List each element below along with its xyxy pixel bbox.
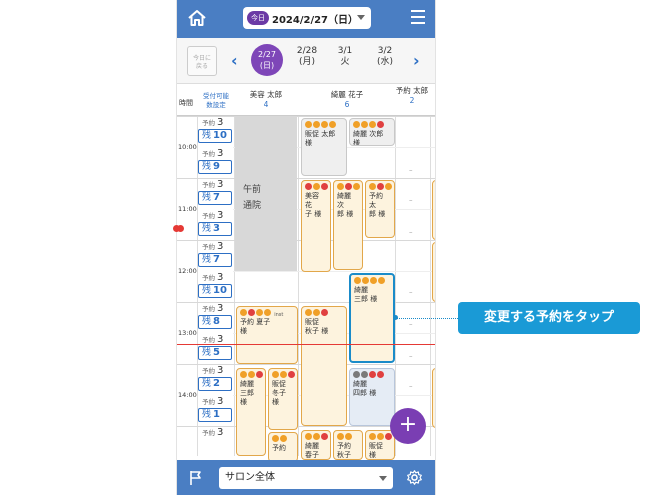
gear-icon[interactable] (406, 469, 423, 486)
appointment-card[interactable]: 美容 花子 様 (301, 180, 331, 272)
callout-pointer (393, 315, 398, 320)
appointment-card-partial[interactable] (432, 368, 435, 428)
current-time-line (177, 344, 435, 345)
flag-icon[interactable] (189, 470, 203, 486)
top-bar: 今日 2024/2/27（日） (177, 0, 435, 38)
day-tab[interactable]: 3/2 (水) (376, 46, 394, 67)
current-time-marker (173, 225, 180, 232)
blocked-time-label: 午前通院 (243, 185, 262, 211)
salon-select[interactable]: サロン全体 (219, 467, 393, 489)
time-label: 12:00 (178, 267, 197, 275)
chevron-down-icon (379, 476, 387, 481)
appointment-card[interactable]: 予約 (268, 432, 298, 462)
date-select[interactable]: 今日 2024/2/27（日） (243, 7, 371, 29)
appointment-card[interactable]: 綺麗 次郎 様 (333, 180, 363, 270)
selected-appointment-card[interactable]: 綺麗三郎 様 (349, 273, 395, 363)
appointment-card[interactable]: 販促秋子 様 (301, 306, 347, 426)
staff-header[interactable]: 美容 太郎 4 (249, 90, 283, 109)
column-headers: 時間 受付可能 数設定 美容 太郎 4 綺麗 花子 6 予約 太郎 2 (177, 84, 435, 116)
appointment-card[interactable]: 綺麗 次郎 様 (349, 118, 395, 146)
home-icon[interactable] (187, 8, 207, 28)
appointment-card-partial[interactable] (432, 180, 435, 240)
back-to-today-button[interactable]: 今日に 戻る (187, 46, 217, 76)
time-label: 10:00 (178, 143, 197, 151)
day-tab[interactable]: 3/1 火 (337, 46, 353, 67)
appointment-card[interactable]: 予約 太郎 様 (365, 180, 395, 238)
add-appointment-button[interactable]: + (390, 408, 426, 444)
appointment-card[interactable]: 販促 太郎様 (301, 118, 347, 176)
time-label: 13:00 (178, 329, 197, 337)
blocked-time[interactable] (235, 116, 297, 271)
bottom-bar: サロン全体 (177, 460, 435, 495)
time-label: 14:00 (178, 391, 197, 399)
next-day-icon[interactable]: › (413, 51, 420, 70)
callout-line (396, 318, 458, 319)
current-time-dot (177, 225, 184, 232)
reception-setting-header[interactable]: 受付可能 数設定 (203, 92, 229, 109)
day-tab[interactable]: 2/28 (月) (296, 46, 318, 67)
current-date: 2024/2/27（日） (272, 14, 359, 26)
time-label: 11:00 (178, 205, 197, 213)
appointment-card[interactable]: 販促冬子 様 (268, 368, 298, 430)
today-badge: 今日 (247, 11, 269, 25)
prev-day-icon[interactable]: ‹ (231, 51, 238, 70)
appointment-card[interactable]: 販促様 (365, 430, 395, 460)
appointment-card[interactable]: 綺麗四郎 様 (349, 368, 395, 426)
day-navigation: 今日に 戻る ‹ 2/27 (日) 2/28 (月) 3/1 火 3/2 (水)… (177, 38, 435, 84)
menu-icon[interactable] (411, 10, 425, 24)
appointment-card[interactable]: 綺麗三郎 様 (236, 368, 266, 456)
chevron-down-icon (357, 15, 365, 20)
phone-screen: 今日 2024/2/27（日） 今日に 戻る ‹ 2/27 (日) 2/28 (… (176, 0, 436, 495)
instruction-callout: 変更する予約をタップ (458, 302, 640, 334)
staff-header[interactable]: 綺麗 花子 6 (330, 90, 364, 109)
appointment-card-partial[interactable] (432, 242, 435, 302)
appointment-card[interactable]: inst 予約 夏子様 (236, 306, 298, 364)
time-header: 時間 (179, 99, 193, 107)
day-tab-selected[interactable]: 2/27 (日) (251, 44, 283, 76)
staff-header[interactable]: 予約 太郎 2 (395, 86, 429, 105)
